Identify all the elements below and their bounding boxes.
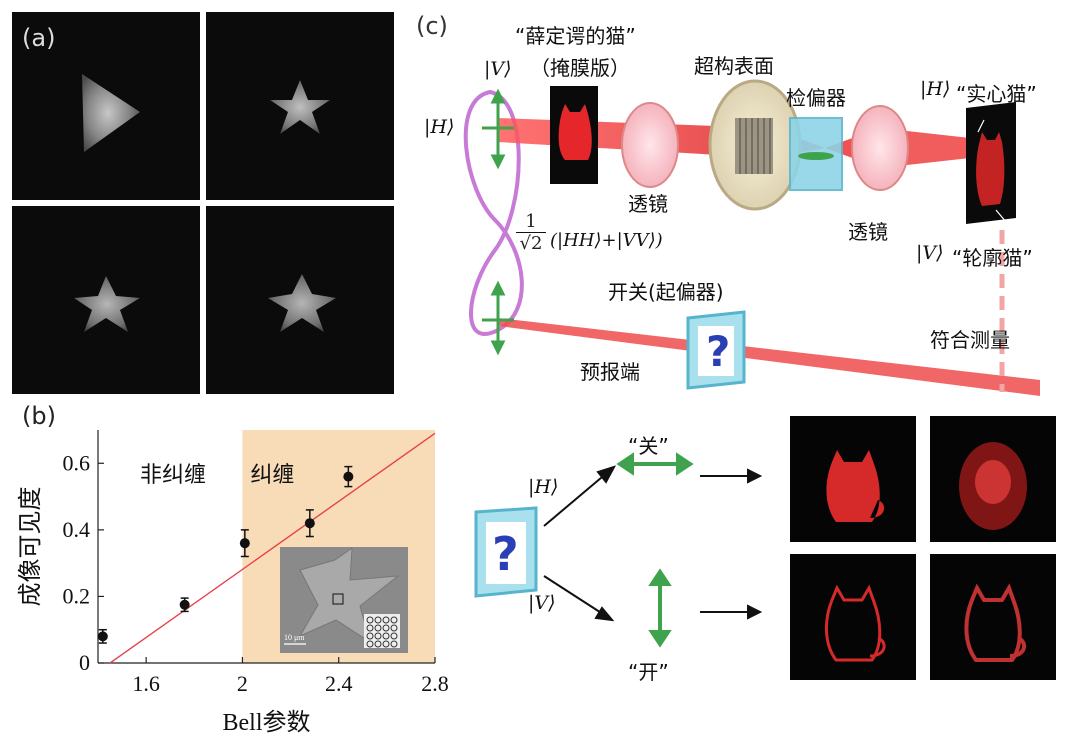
title-cat-label: “薛定谔的猫” <box>515 24 636 48</box>
entangled-label: 纠缠 <box>250 462 294 487</box>
ket-v-top: |V⟩ <box>484 58 512 80</box>
coincidence-label: 符合测量 <box>930 328 1010 352</box>
question-mark-icon: ? <box>492 527 519 581</box>
bell-state-fraction: 1 √2 <box>516 212 546 255</box>
vertical-polarization-arrow <box>648 568 672 648</box>
y-tick-label: 0.2 <box>63 583 91 608</box>
x-tick-label: 2 <box>237 671 248 696</box>
lens-left-shape <box>621 102 679 188</box>
non-entangled-label: 非纠缠 <box>140 462 206 487</box>
data-point <box>97 631 108 642</box>
off-label: “关” <box>628 434 669 458</box>
data-point <box>304 518 315 529</box>
horizontal-polarization-arrow <box>616 452 694 476</box>
question-mark-icon: ? <box>706 327 730 376</box>
analyzer-label: 检偏器 <box>786 86 846 110</box>
data-point <box>179 599 190 610</box>
image-tile-star-3 <box>206 206 394 394</box>
x-tick-label: 1.6 <box>132 671 160 696</box>
fraction-numerator: 1 <box>516 212 546 233</box>
solid-cat-image-1 <box>790 416 916 542</box>
y-tick-label: 0 <box>79 650 90 675</box>
solid-cat-label: “实心猫” <box>956 82 1037 106</box>
image-tile-star-2 <box>12 206 200 394</box>
herald-label: 预报端 <box>580 360 640 384</box>
ket-v-outline: |V⟩ <box>916 242 944 264</box>
polarization-marker-lower <box>482 280 514 356</box>
outline-cat-label: “轮廓猫” <box>952 246 1033 270</box>
star-shape <box>268 274 336 332</box>
ket-h-branch: |H⟩ <box>528 476 559 498</box>
image-tile-star-1 <box>206 12 394 200</box>
x-tick-label: 2.4 <box>325 671 353 696</box>
ket-v-branch: |V⟩ <box>528 592 556 614</box>
y-tick-label: 0.6 <box>63 450 91 475</box>
y-tick-label: 0.4 <box>63 517 91 542</box>
panel-b-label: (b) <box>22 402 56 430</box>
data-point <box>239 538 250 549</box>
panel-c-label: (c) <box>416 12 448 40</box>
triangle-shape <box>82 74 140 152</box>
x-tick-label: 2.8 <box>421 671 449 696</box>
lens-right-shape <box>851 105 909 191</box>
ket-h-solid: |H⟩ <box>920 78 951 100</box>
y-axis-label: 成像可见度 <box>17 487 44 607</box>
outline-cat-image-2 <box>930 554 1056 680</box>
outline-cat-image-1 <box>790 554 916 680</box>
on-label: “开” <box>628 660 669 684</box>
panel-a-label: (a) <box>22 24 56 52</box>
x-axis-label: Bell参数 <box>223 709 311 736</box>
setup-diagram: ? <box>463 79 1040 396</box>
metasurface-label: 超构表面 <box>694 54 774 78</box>
lens-right-label: 透镜 <box>848 220 888 244</box>
scale-bar-label: 10 μm <box>284 633 305 642</box>
blurred-cat-image <box>930 416 1056 542</box>
lower-beam <box>498 318 1040 396</box>
title-mask-label: （掩膜版） <box>530 56 630 80</box>
polarization-marker-upper <box>482 88 514 170</box>
bell-state-label: (|HH⟩+|VV⟩) <box>550 230 663 251</box>
data-point <box>343 471 354 482</box>
sem-inset: 10 μm <box>280 546 408 653</box>
fraction-denominator: √2 <box>519 233 543 254</box>
fit-line <box>109 432 436 664</box>
switch-label: 开关(起偏器) <box>608 280 724 304</box>
star-shape <box>74 276 140 332</box>
visibility-chart: 0 0.2 0.4 0.6 1.6 2 2.4 2.8 非纠缠 纠缠 Bell参数 成像可见… <box>17 430 449 736</box>
switch-schematic: ? <box>474 416 1056 680</box>
lens-left-label: 透镜 <box>628 192 668 216</box>
image-tile-triangle <box>12 12 200 200</box>
ket-h-source: |H⟩ <box>424 116 455 138</box>
star-shape <box>270 80 330 134</box>
